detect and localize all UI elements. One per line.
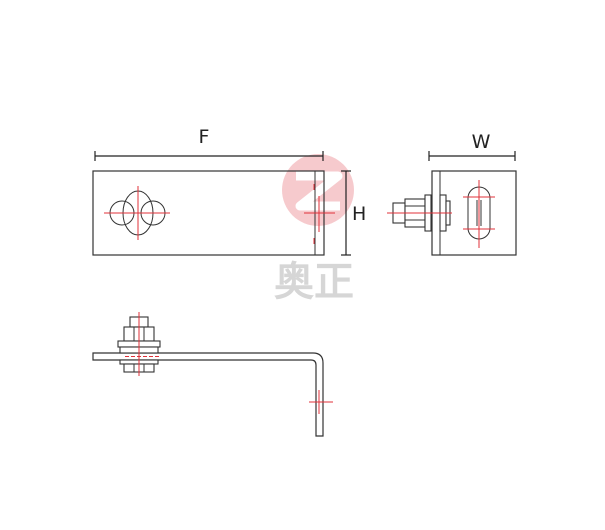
front-view-bolt xyxy=(117,312,161,376)
watermark-z-mark xyxy=(295,171,343,211)
front-view xyxy=(92,312,333,437)
dimension-f-label: F xyxy=(199,126,210,148)
dimension-w-label: W xyxy=(472,131,491,153)
dimension-f: F xyxy=(94,126,324,161)
dimension-h-label: H xyxy=(352,203,366,225)
dimension-w: W xyxy=(428,131,516,161)
dimension-h: H xyxy=(341,170,366,256)
top-view xyxy=(92,170,335,256)
side-view-bolt xyxy=(387,194,452,232)
watermark-text: 奥正 xyxy=(274,259,354,305)
watermark-logo xyxy=(282,154,354,226)
side-view xyxy=(387,170,517,256)
front-view-bracket xyxy=(92,352,324,437)
